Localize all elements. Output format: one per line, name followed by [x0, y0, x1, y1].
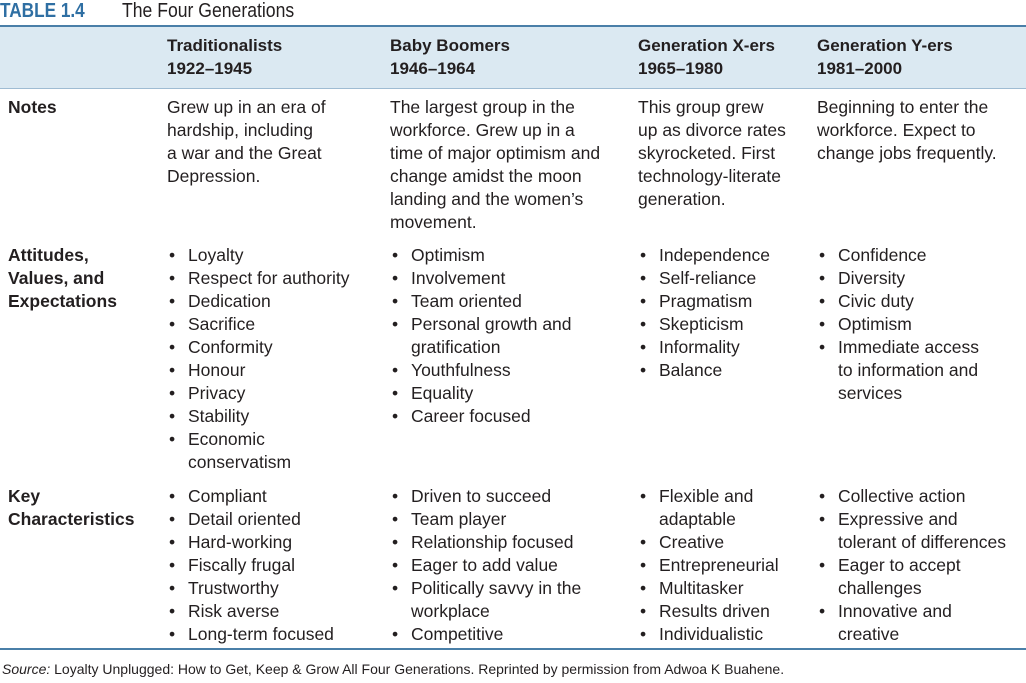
list-item: Entrepreneurial — [638, 554, 810, 577]
list-item: Competitive — [390, 623, 630, 646]
list-item: Eager to add value — [390, 554, 630, 577]
column-years: 1946–1964 — [390, 59, 476, 78]
column-name: Generation Y-ers — [817, 36, 953, 55]
source-note: Source: Loyalty Unplugged: How to Get, K… — [2, 660, 784, 678]
list-item: Innovative and creative — [817, 600, 1022, 646]
column-header-generation-x: Generation X-ers 1965–1980 — [638, 34, 810, 80]
list-item: Informality — [638, 336, 810, 359]
header-rule — [0, 88, 1026, 89]
list-item: Independence — [638, 244, 810, 267]
list-item: Collective action — [817, 485, 1022, 508]
list-item: Optimism — [390, 244, 630, 267]
row-label-notes: Notes — [8, 97, 57, 117]
list-item: Expressive and tolerant of differences — [817, 508, 1022, 554]
list-item: Conformity — [167, 336, 382, 359]
list-item: Individualistic — [638, 623, 810, 646]
top-rule — [0, 25, 1026, 27]
list-item: Balance — [638, 359, 810, 382]
column-name: Baby Boomers — [390, 36, 510, 55]
list-item: Fiscally frugal — [167, 554, 382, 577]
list-item: Career focused — [390, 405, 630, 428]
list-item: Respect for authority — [167, 267, 382, 290]
list-item: Personal growth and gratification — [390, 313, 630, 359]
list-item: Honour — [167, 359, 382, 382]
list-item: Hard-working — [167, 531, 382, 554]
list-item: Youthfulness — [390, 359, 630, 382]
bottom-rule — [0, 648, 1026, 650]
table-caption: TABLE 1.4 The Four Generations — [0, 0, 318, 24]
column-name: Generation X-ers — [638, 36, 775, 55]
notes-generation-y: Beginning to enter the workforce. Expect… — [817, 97, 997, 163]
list-item: Economic conservatism — [167, 428, 382, 474]
notes-generation-x: This group grew up as divorce rates skyr… — [638, 97, 786, 209]
list-item: Flexible and adaptable — [638, 485, 810, 531]
notes-baby-boomers: The largest group in the workforce. Grew… — [390, 97, 601, 232]
source-label: Source: — [2, 661, 51, 677]
list-item: Relationship focused — [390, 531, 630, 554]
list-item: Eager to accept challenges — [817, 554, 1022, 600]
list-item: Privacy — [167, 382, 382, 405]
list-item: Diversity — [817, 267, 1022, 290]
list-item: Self-reliance — [638, 267, 810, 290]
list-item: Sacrifice — [167, 313, 382, 336]
list-item: Driven to succeed — [390, 485, 630, 508]
list-item: Team oriented — [390, 290, 630, 313]
list-item: Multitasker — [638, 577, 810, 600]
attitudes-baby-boomers: OptimismInvolvementTeam orientedPersonal… — [390, 244, 630, 428]
notes-traditionalists: Grew up in an era of hardship, including… — [167, 97, 326, 186]
list-item: Politically savvy in the workplace — [390, 577, 630, 623]
row-label-key-characteristics: Key Characteristics — [8, 486, 135, 529]
list-item: Team player — [390, 508, 630, 531]
column-header-generation-y: Generation Y-ers 1981–2000 — [817, 34, 1022, 80]
attitudes-traditionalists: LoyaltyRespect for authorityDedicationSa… — [167, 244, 382, 474]
characteristics-traditionalists: CompliantDetail orientedHard-workingFisc… — [167, 485, 382, 646]
list-item: Compliant — [167, 485, 382, 508]
list-item: Risk averse — [167, 600, 382, 623]
column-years: 1981–2000 — [817, 59, 903, 78]
list-item: Involvement — [390, 267, 630, 290]
list-item: Results driven — [638, 600, 810, 623]
row-label-attitudes: Attitudes, Values, and Expectations — [8, 245, 117, 311]
list-item: Equality — [390, 382, 630, 405]
list-item: Skepticism — [638, 313, 810, 336]
list-item: Long-term focused — [167, 623, 382, 646]
attitudes-generation-y: ConfidenceDiversityCivic dutyOptimismImm… — [817, 244, 1022, 405]
list-item: Loyalty — [167, 244, 382, 267]
list-item: Pragmatism — [638, 290, 810, 313]
column-name: Traditionalists — [167, 36, 283, 55]
list-item: Detail oriented — [167, 508, 382, 531]
source-text: Loyalty Unplugged: How to Get, Keep & Gr… — [54, 661, 785, 677]
characteristics-generation-x: Flexible and adaptableCreativeEntreprene… — [638, 485, 810, 646]
list-item: Optimism — [817, 313, 1022, 336]
table-title: The Four Generations — [122, 0, 295, 22]
list-item: Dedication — [167, 290, 382, 313]
column-header-traditionalists: Traditionalists 1922–1945 — [167, 34, 382, 80]
column-header-baby-boomers: Baby Boomers 1946–1964 — [390, 34, 630, 80]
list-item: Civic duty — [817, 290, 1022, 313]
list-item: Confidence — [817, 244, 1022, 267]
table-number: TABLE 1.4 — [0, 0, 85, 22]
header-band — [0, 27, 1026, 88]
list-item: Immediate access to information and serv… — [817, 336, 1022, 405]
list-item: Creative — [638, 531, 810, 554]
attitudes-generation-x: IndependenceSelf-reliancePragmatismSkept… — [638, 244, 810, 382]
column-years: 1965–1980 — [638, 59, 724, 78]
list-item: Stability — [167, 405, 382, 428]
list-item: Trustworthy — [167, 577, 382, 600]
column-years: 1922–1945 — [167, 59, 253, 78]
characteristics-baby-boomers: Driven to succeedTeam playerRelationship… — [390, 485, 630, 646]
characteristics-generation-y: Collective actionExpressive and tolerant… — [817, 485, 1022, 646]
